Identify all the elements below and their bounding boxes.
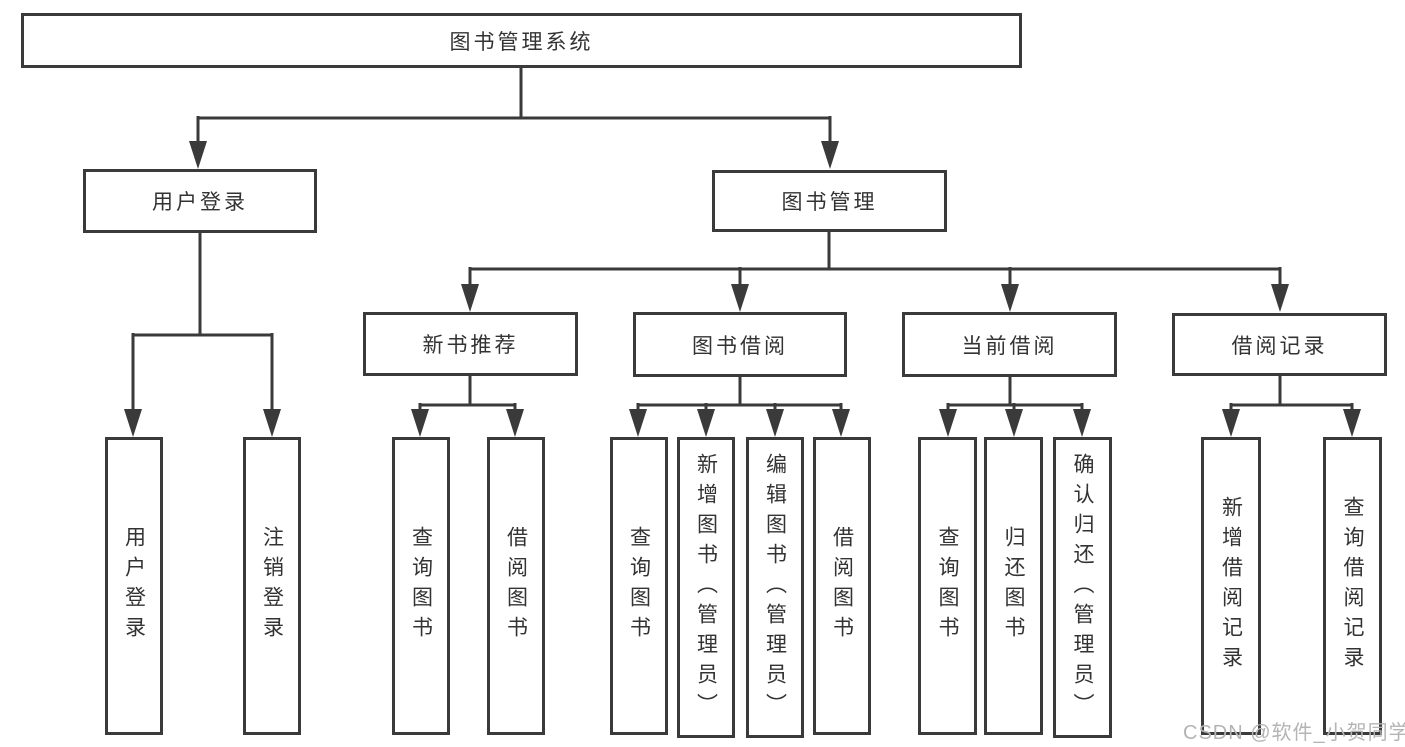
node-label: 新增图书（管理员） (694, 452, 718, 723)
node-current-borrowing: 当前借阅 (902, 312, 1117, 377)
node-label: 查询图书 (409, 526, 433, 646)
node-label: 编辑图书（管理员） (763, 452, 787, 723)
arrow-down-icon (263, 409, 281, 437)
node-label: 用户登录 (122, 526, 146, 646)
node-label: 用户登录 (152, 191, 248, 214)
leaf-query-borrow-record: 查询借阅记录 (1323, 437, 1382, 735)
node-library-management-system: 图书管理系统 (21, 13, 1022, 68)
node-borrow-records: 借阅记录 (1172, 313, 1387, 376)
arrow-down-icon (1222, 409, 1240, 437)
leaf-query-books-borrowing: 查询图书 (610, 437, 668, 735)
arrow-down-icon (832, 409, 850, 437)
node-label: 借阅图书 (830, 526, 854, 646)
arrow-down-icon (821, 141, 839, 169)
node-label: 归还图书 (1002, 526, 1026, 646)
arrow-down-icon (1343, 409, 1361, 437)
leaf-return-books: 归还图书 (984, 437, 1043, 735)
node-label: 图书管理 (781, 191, 878, 214)
node-new-book-recommendation: 新书推荐 (363, 312, 578, 376)
node-book-management: 图书管理 (712, 170, 947, 232)
watermark: CSDN @软件_小贺同学 (1183, 722, 1405, 744)
node-label: 新增借阅记录 (1219, 496, 1243, 676)
arrow-down-icon (731, 284, 749, 312)
leaf-user-login: 用户登录 (105, 437, 163, 735)
arrow-down-icon (1073, 409, 1091, 437)
leaf-confirm-return-admin: 确认归还（管理员） (1053, 437, 1112, 738)
node-user-login: 用户登录 (83, 169, 317, 233)
arrow-down-icon (766, 409, 784, 437)
leaf-add-borrow-record: 新增借阅记录 (1201, 437, 1261, 735)
arrow-down-icon (124, 409, 142, 437)
arrow-down-icon (939, 409, 957, 437)
node-label: 查询图书 (627, 526, 651, 646)
leaf-borrow-books-borrowing: 借阅图书 (813, 437, 871, 735)
arrow-down-icon (461, 284, 479, 312)
leaf-query-books-recommend: 查询图书 (392, 437, 450, 735)
arrow-down-icon (506, 409, 524, 437)
node-label: 借阅记录 (1231, 334, 1328, 358)
arrow-down-icon (411, 409, 429, 437)
leaf-add-books-admin: 新增图书（管理员） (677, 437, 735, 738)
arrow-down-icon (189, 141, 207, 169)
node-label: 当前借阅 (961, 334, 1058, 358)
node-label: 确认归还（管理员） (1071, 452, 1095, 723)
node-label: 查询借阅记录 (1341, 496, 1365, 676)
node-label: 借阅图书 (504, 526, 528, 646)
node-label: 新书推荐 (422, 334, 519, 357)
node-book-borrowing: 图书借阅 (633, 312, 847, 377)
leaf-edit-books-admin: 编辑图书（管理员） (746, 437, 804, 738)
leaf-logout: 注销登录 (243, 437, 301, 735)
arrow-down-icon (1001, 284, 1019, 312)
arrow-down-icon (697, 409, 715, 437)
arrow-down-icon (1005, 409, 1023, 437)
node-label: 注销登录 (260, 526, 284, 646)
node-label: 图书借阅 (692, 334, 788, 358)
leaf-query-books-current: 查询图书 (918, 437, 977, 735)
node-label: 查询图书 (936, 526, 960, 646)
leaf-borrow-books-recommend: 借阅图书 (487, 437, 545, 735)
arrow-down-icon (629, 409, 647, 437)
arrow-down-icon (1271, 284, 1289, 312)
node-label: 图书管理系统 (449, 30, 594, 54)
